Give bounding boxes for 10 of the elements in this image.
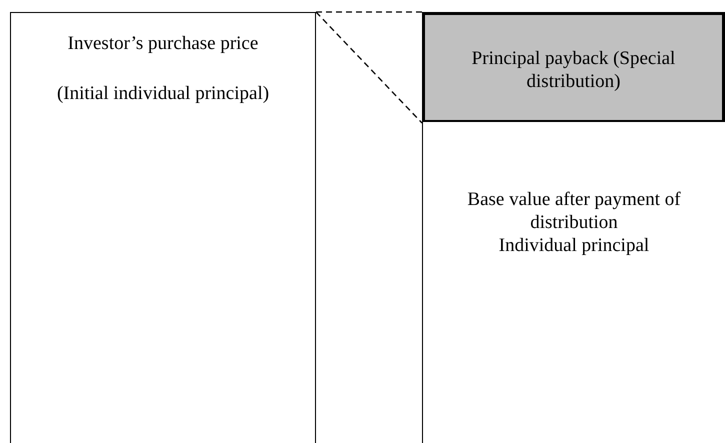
box-text: Principal payback (Special distribution) (470, 46, 676, 92)
box-text: Individual principal (498, 234, 650, 257)
shaded-box (422, 12, 725, 123)
column-box (10, 12, 316, 443)
box-text: (Initial individual principal) (56, 82, 270, 105)
box-text: Investor’s purchase price (66, 32, 260, 55)
dashed-connector (316, 12, 422, 124)
column-box (422, 122, 725, 443)
box-text: Base value after payment of distribution (466, 188, 682, 234)
dashed-connector (316, 11, 422, 13)
